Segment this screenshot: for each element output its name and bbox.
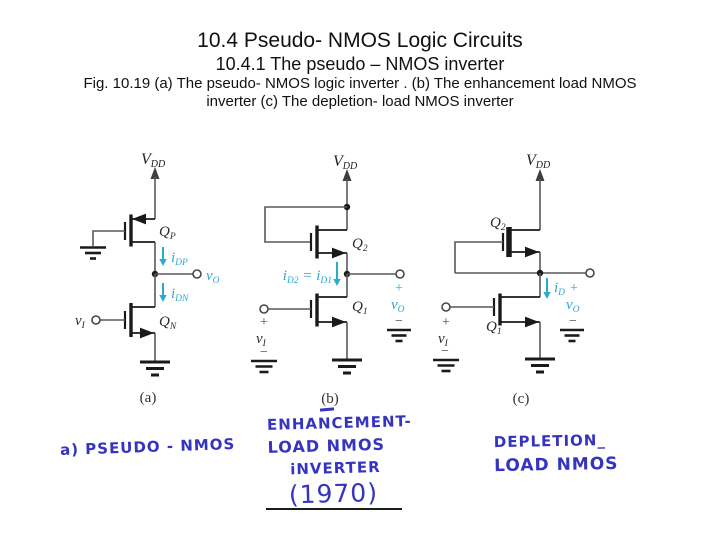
nmos-source-arrow [332,316,346,328]
id-current-arrow-b [333,262,341,286]
idp-label: iDP [171,250,188,268]
figure-caption-line2: inverter (c) The depletion- load NMOS in… [206,93,514,110]
handwritten-depletion-line1: DEPLETION_ [493,431,607,452]
main-ground-c [525,357,555,374]
pmos-source-arrow [132,213,146,225]
vo-ground-c [560,328,584,343]
caption-c: (c) [513,391,530,407]
handwritten-underline-year [266,508,402,510]
vi-label-c: vI [438,331,449,349]
vdd-label-a: VDD [141,151,166,170]
main-ground-a [140,360,170,377]
pmos-qp [92,213,155,247]
vdd-label-c: VDD [526,152,551,171]
vo-label-b: vO [391,297,405,315]
id-current-arrow-c [543,278,551,299]
nmos-q2-diode-connected [264,206,348,274]
handwritten-depletion-line2: LOAD NMOS [494,453,619,477]
vi-terminal-c [441,302,451,312]
output-terminal-b [395,269,405,279]
main-ground-b [332,358,362,375]
output-terminal-c [585,268,595,278]
nmos-q1-c [450,273,541,358]
idn-current-arrow [159,283,167,302]
vi-plus-b: + [260,315,268,330]
circuit-a: VDD QP i [75,151,220,406]
q1-label-b: Q1 [352,299,368,317]
vi-ground-b [251,359,277,374]
nmos-q1-b [268,274,348,359]
nmos-source-arrow [332,247,346,259]
circuit-b: VDD Q2 iD2 = iD1 [251,153,411,407]
nmos-source-arrow [525,316,539,328]
vi-plus-c: + [442,315,450,330]
idn-label: iDN [171,286,189,304]
qn-label: QN [159,314,177,332]
vdd-arrow-b [342,169,352,230]
vdd-arrow-c [535,169,545,230]
handwritten-enhancement-line3: iNVERTER [289,457,381,479]
vi-terminal-b [259,304,269,314]
vo-label-c: vO [566,297,580,315]
vdd-arrow-a [150,167,160,219]
idp-current-arrow [159,247,167,266]
id-equality-label: iD2 = iD1 [283,268,332,286]
slide-title: 10.4 Pseudo- NMOS Logic Circuits [197,29,523,52]
q2-label-c: Q2 [490,215,506,233]
vi-label-a: vI [75,313,86,331]
depletion-nmos-q2 [454,227,541,273]
handwritten-enhancement-year: (1970) [288,478,379,510]
caption-b: (b) [321,391,339,407]
vo-minus-c: − [569,314,577,329]
vo-plus-b: + [395,281,403,296]
vo-plus-c: + [570,281,578,296]
q1-label-c: Q1 [486,319,502,337]
caption-a: (a) [140,390,157,406]
vi-ground-c [433,358,459,373]
vo-minus-b: − [395,314,403,329]
gate-ground-a [80,246,106,260]
vi-minus-b: − [260,345,268,360]
handwritten-label-enhancement: ENHANCEMENT- LOAD NMOS iNVERTER (1970) [267,410,414,511]
handwritten-label-depletion: DEPLETION_ LOAD NMOS [494,428,619,479]
nmos-qn [100,274,156,361]
handwritten-enhancement-line1: ENHANCEMENT- [266,412,412,434]
nmos-source-arrow [140,327,154,339]
nmos-source-arrow [525,246,539,258]
title-block: 10.4 Pseudo- NMOS Logic Circuits 10.4.1 … [0,28,720,111]
vi-label-b: vI [256,331,267,349]
qp-label: QP [159,224,176,242]
q2-label-b: Q2 [352,236,368,254]
figure-caption-line1: Fig. 10.19 (a) The pseudo- NMOS logic in… [83,75,637,92]
output-terminal-a [192,269,202,279]
vdd-label-b: VDD [333,153,358,172]
vo-ground-b [387,328,411,343]
vi-minus-c: − [441,344,449,359]
vo-label-a: vO [206,268,220,286]
circuit-c: VDD Q2 iD + vO [433,152,595,407]
slide-subtitle: 10.4.1 The pseudo – NMOS inverter [215,54,505,74]
id-label-c: iD [554,280,565,298]
vi-terminal-a [91,315,101,325]
